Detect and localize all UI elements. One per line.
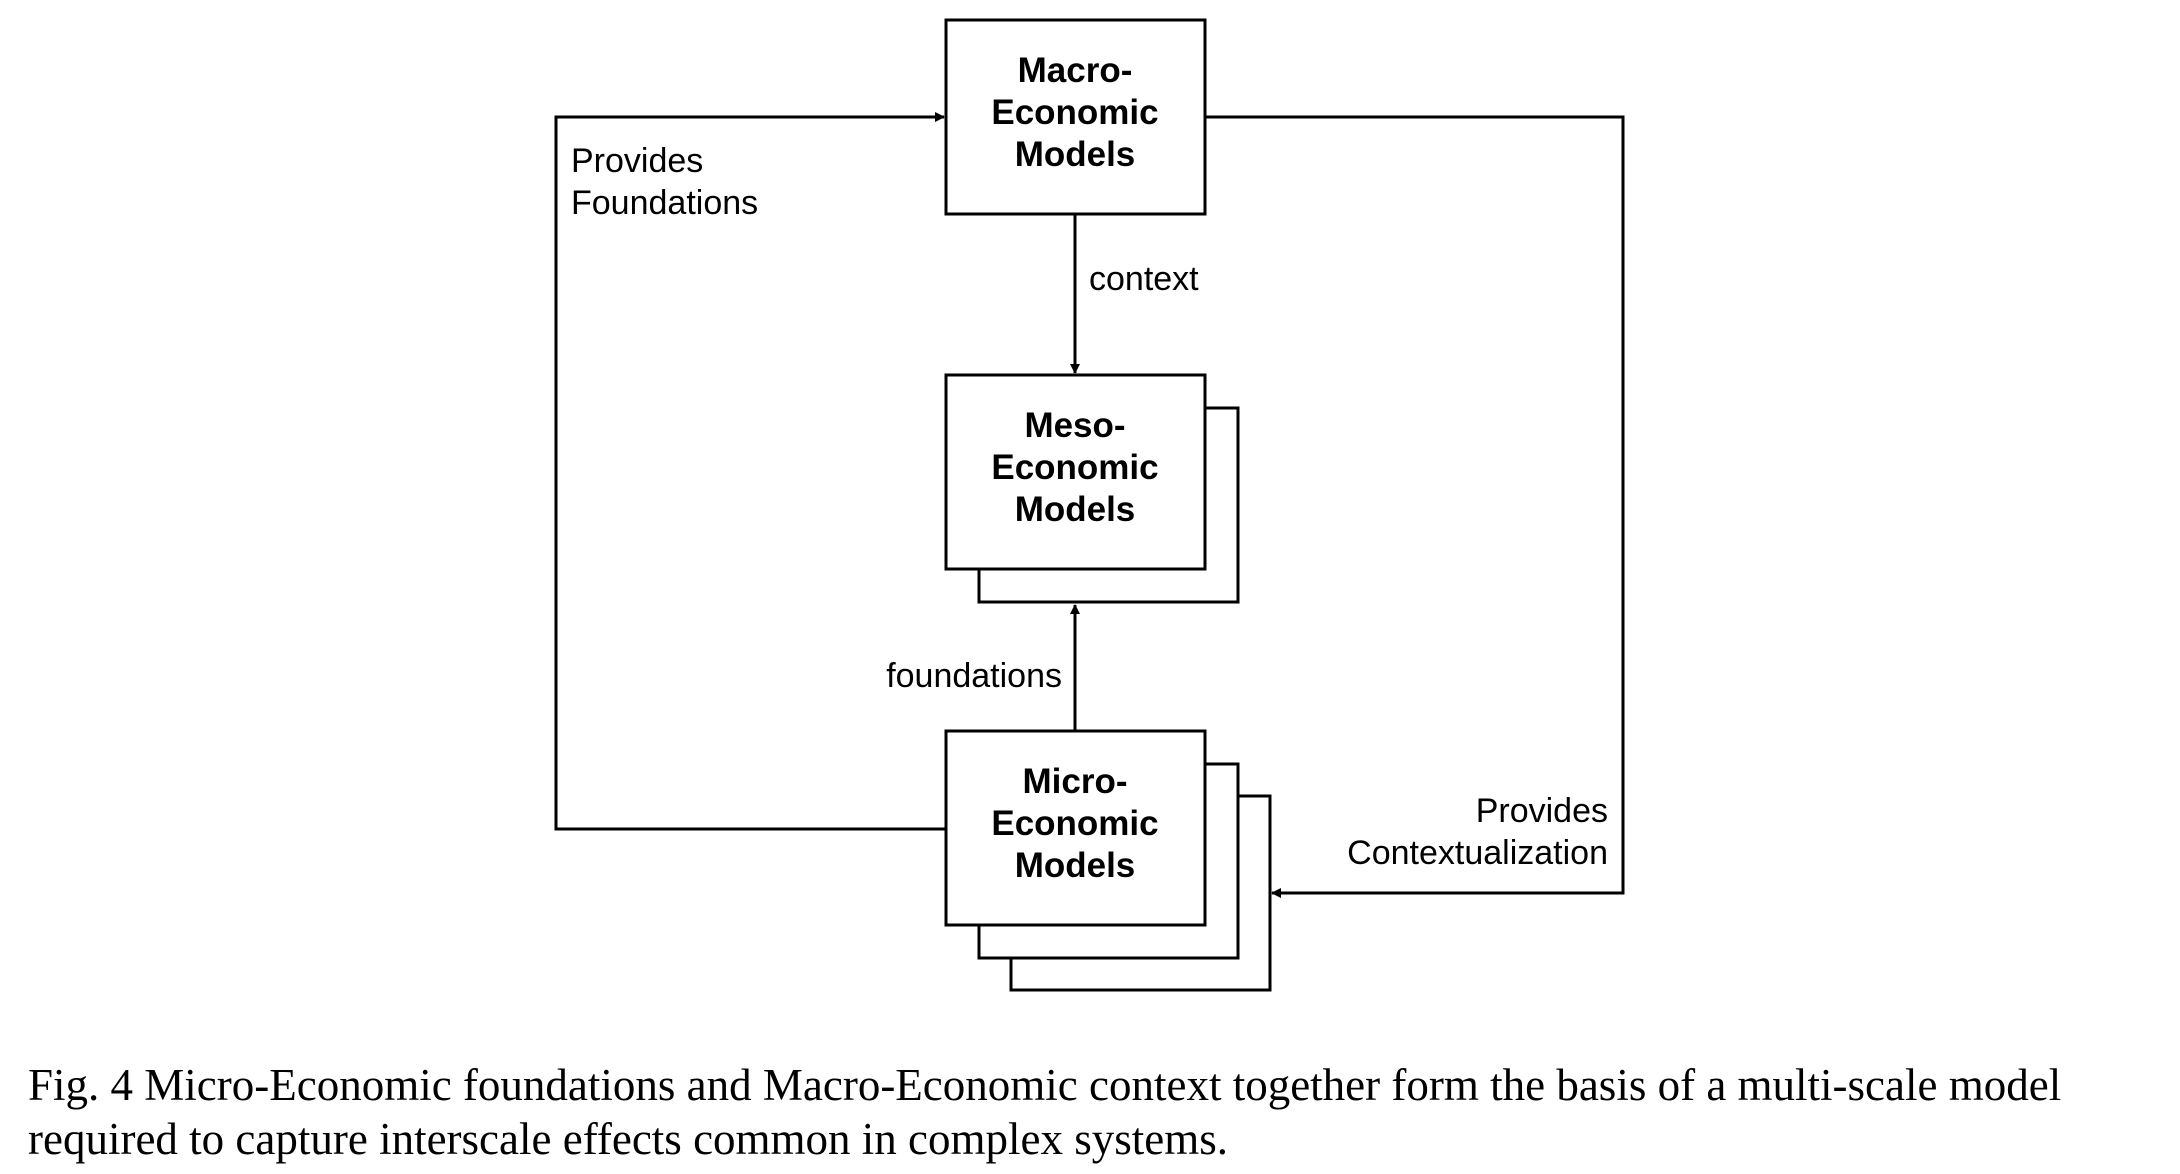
provides-foundations-edge: Provides Foundations — [554, 112, 946, 831]
context-edge: context — [1070, 214, 1199, 374]
provides-foundations-label-line1: Provides — [571, 142, 703, 180]
macro-label-line1: Macro- — [1018, 51, 1133, 90]
foundations-label: foundations — [886, 657, 1062, 695]
micro-economic-models-node: Micro- Economic Models — [944, 729, 1272, 992]
meso-economic-models-node: Meso- Economic Models — [944, 373, 1240, 604]
meso-stack-front — [944, 373, 1207, 571]
micro-label-line3: Models — [1015, 846, 1136, 885]
micro-stack-front — [944, 729, 1207, 927]
provides-contextualization-label-line1: Provides — [1476, 792, 1608, 830]
macro-label-line2: Economic — [991, 93, 1158, 132]
provides-foundations-label-line2: Foundations — [571, 184, 758, 222]
foundations-edge: foundations — [886, 604, 1080, 731]
micro-label-line1: Micro- — [1023, 762, 1128, 801]
meso-label-line2: Economic — [991, 448, 1158, 487]
provides-contextualization-arrow — [1205, 115, 1625, 898]
meso-label-line3: Models — [1015, 490, 1136, 529]
figure-caption: Fig. 4 Micro-Economic foundations and Ma… — [28, 1060, 2062, 1164]
meso-label-line1: Meso- — [1024, 406, 1125, 445]
provides-contextualization-edge: Provides Contextualization — [1205, 115, 1625, 898]
micro-label-line2: Economic — [991, 804, 1158, 843]
provides-foundations-arrow — [554, 112, 946, 831]
macro-economic-models-node: Macro- Economic Models — [944, 18, 1207, 216]
macro-label-line3: Models — [1015, 135, 1136, 174]
provides-contextualization-label-line2: Contextualization — [1347, 834, 1608, 872]
context-label: context — [1089, 260, 1199, 298]
